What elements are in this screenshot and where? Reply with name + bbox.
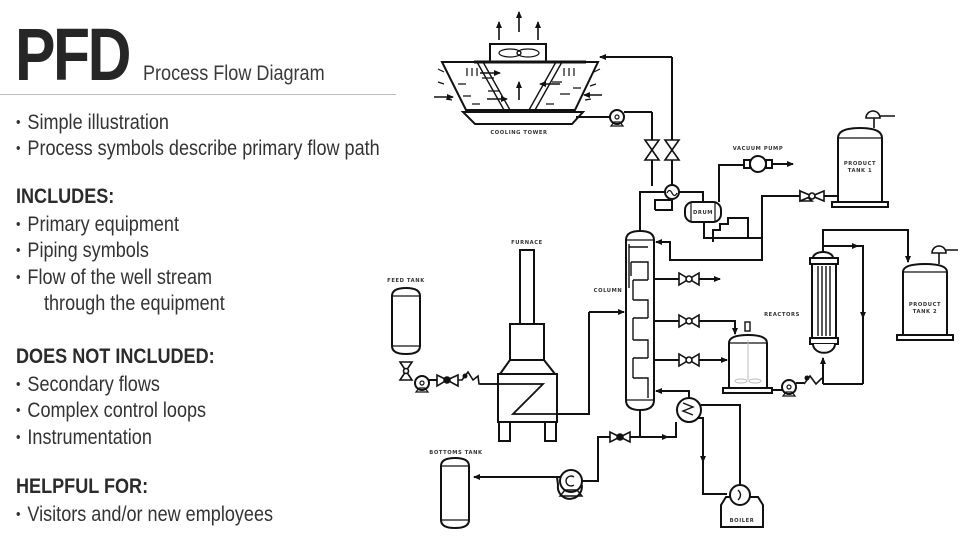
- excludes-bullet: Instrumentation: [16, 425, 152, 453]
- furnace: [480, 249, 558, 442]
- includes-bullet: Piping symbols: [16, 238, 149, 266]
- intro-bullet: Process symbols describe primary flow pa…: [16, 136, 380, 164]
- includes-heading: INCLUDES:: [16, 185, 115, 208]
- label-column: COLUMN: [594, 288, 623, 294]
- cooling-tower: [434, 11, 602, 125]
- cooling-pump: [609, 109, 652, 127]
- bottoms-tank: [440, 456, 470, 530]
- label-feed-tank: FEED TANK: [387, 278, 425, 284]
- label-cooling-tower: COOLING TOWER: [490, 130, 547, 136]
- side-draw-valve-3: [678, 352, 700, 368]
- label-product-tank-1: PRODUCT: [844, 161, 876, 167]
- excludes-bullet: Complex control loops: [16, 398, 206, 426]
- includes-bullet-continuation: through the equipment: [44, 292, 225, 315]
- feed-pump: [414, 375, 430, 393]
- label-vacuum-pump: VACUUM PUMP: [733, 146, 783, 152]
- feed-tank: [391, 286, 421, 356]
- tubular-reactor: [809, 251, 839, 354]
- distillation-column: [625, 229, 655, 412]
- vacuum-pump: [743, 155, 773, 173]
- page-subtitle: Process Flow Diagram: [143, 62, 325, 85]
- label-product-tank-2: PRODUCT: [909, 302, 941, 308]
- label-drum: DRUM: [693, 210, 713, 216]
- bottoms-pump: [555, 469, 584, 500]
- boiler: [720, 484, 764, 528]
- feed-line-valve: [436, 373, 459, 388]
- title-divider: [0, 94, 396, 95]
- includes-bullet: Flow of the well stream: [16, 265, 212, 293]
- label-boiler: BOILER: [730, 518, 755, 524]
- side-draw-valve-2: [678, 313, 700, 329]
- product-tank-2: [896, 245, 958, 341]
- bottoms-valve: [609, 430, 631, 444]
- stirred-reactor: [722, 321, 773, 394]
- product-tank-1: [831, 110, 895, 208]
- label-furnace: FURNACE: [511, 240, 543, 246]
- page-title: PFD: [15, 13, 131, 96]
- label-reactors: REACTORS: [764, 312, 800, 318]
- excludes-bullet: Secondary flows: [16, 372, 160, 400]
- intro-bullet: Simple illustration: [16, 110, 169, 138]
- helpful-bullet: Visitors and/or new employees: [16, 502, 273, 530]
- drum: [684, 201, 722, 223]
- excludes-heading: DOES NOT INCLUDED:: [16, 345, 215, 368]
- cooling-valves: [643, 139, 681, 161]
- label-product-tank-2-num: TANK 2: [913, 309, 938, 315]
- reactor-pump: [781, 379, 804, 397]
- label-bottoms-tank: BOTTOMS TANK: [429, 450, 483, 456]
- label-product-tank-1-num: TANK 1: [848, 168, 873, 174]
- helpful-heading: HELPFUL FOR:: [16, 475, 149, 498]
- includes-bullet: Primary equipment: [16, 212, 179, 240]
- side-draw-valve-1: [678, 271, 700, 287]
- feed-valve: [398, 361, 414, 381]
- product-1-valve: [799, 189, 825, 203]
